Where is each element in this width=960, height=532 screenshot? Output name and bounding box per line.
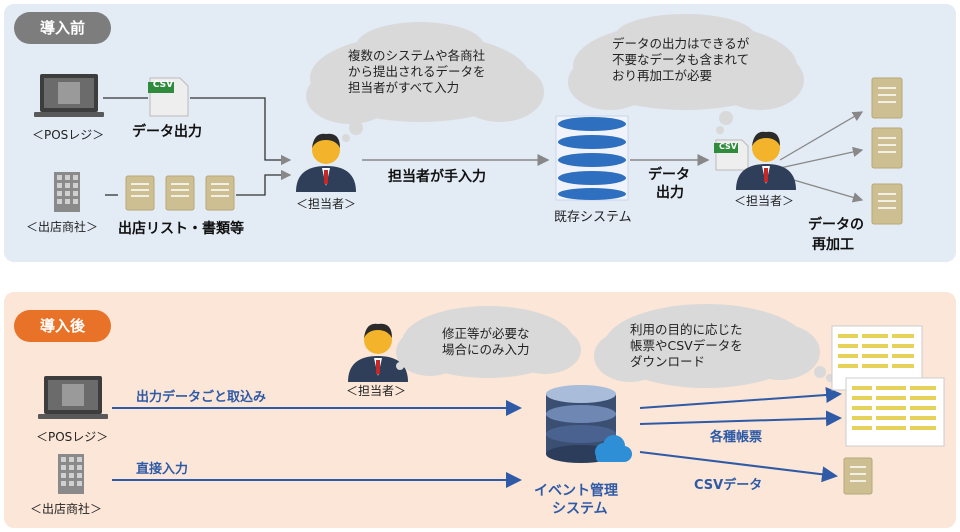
cloud-icon — [595, 435, 632, 462]
cloud-line: データの出力はできるが — [612, 36, 750, 51]
existing-system-db-icon — [555, 115, 629, 201]
system-name-line1: イベント管理 — [534, 483, 618, 499]
data-output-label: データ出力 — [132, 124, 202, 140]
cloud-text: 複数のシステムや各商社 から提出されるデータを 担当者がすべて入力 — [348, 48, 486, 96]
pos-laptop-icon — [38, 376, 108, 419]
pos-label: ＜POSレジ＞ — [32, 128, 105, 142]
direct-input-label: 直接入力 — [136, 462, 189, 477]
cloud-line: 不要なデータも含まれて — [612, 52, 750, 67]
system-name-line2: システム — [552, 501, 608, 517]
thought-cloud — [594, 304, 834, 388]
building-icon — [54, 172, 80, 212]
staff-person-icon — [348, 323, 408, 382]
event-system-db-icon — [546, 385, 616, 463]
cloud-line: 複数のシステムや各商社 — [348, 48, 486, 63]
cloud-text: 利用の目的に応じた 帳票やCSVデータを ダウンロード — [630, 322, 743, 370]
pos-label: ＜POSレジ＞ — [36, 430, 109, 444]
staff-label: ＜担当者＞ — [296, 197, 357, 211]
before-pill: 導入前 — [14, 12, 112, 44]
document-icons — [871, 77, 903, 225]
cloud-text: データの出力はできるが 不要なデータも含まれて おり再加工が必要 — [612, 36, 749, 84]
thought-cloud — [568, 14, 804, 134]
after-pill: 導入後 — [14, 310, 112, 342]
cloud-line: から提出されるデータを — [348, 64, 486, 79]
csv-icon-label: CSV — [719, 142, 737, 151]
store-docs-label: 出店リスト・書類等 — [118, 221, 244, 237]
staff-label: ＜担当者＞ — [346, 384, 407, 398]
cloud-line: 場合にのみ入力 — [442, 342, 530, 357]
building-icon — [58, 454, 84, 494]
before-connectors — [103, 97, 292, 196]
staff-label: ＜担当者＞ — [734, 194, 795, 208]
store-label: ＜出店商社＞ — [26, 220, 99, 234]
data-output-line1: データ — [648, 167, 690, 183]
system-label: 既存システム — [554, 210, 632, 225]
output-arrows — [639, 386, 842, 483]
document-icons — [125, 175, 235, 211]
cloud-text: 修正等が必要な 場合にのみ入力 — [442, 326, 530, 358]
pos-laptop-icon — [34, 74, 104, 117]
cloud-line: 修正等が必要な — [442, 326, 530, 341]
report-sheet-icons — [831, 325, 945, 447]
cloud-line: おり再加工が必要 — [612, 68, 713, 83]
thought-cloud — [396, 306, 581, 378]
document-icons — [843, 457, 873, 495]
rework-line1: データの — [808, 217, 864, 233]
cloud-line: 帳票やCSVデータを — [630, 338, 743, 353]
csv-data-label: CSVデータ — [694, 478, 763, 493]
forms-label: 各種帳票 — [710, 430, 763, 445]
staff-person-icon — [736, 131, 796, 190]
staff-person-icon — [296, 133, 356, 192]
csv-icon-label: CSV — [152, 80, 174, 90]
thought-cloud — [306, 22, 544, 142]
csv-file-icon — [148, 77, 189, 117]
cloud-line: ダウンロード — [630, 354, 706, 369]
manual-input-label: 担当者が手入力 — [388, 169, 486, 185]
rework-line2: 再加工 — [812, 237, 854, 253]
data-output-line2: 出力 — [656, 185, 684, 201]
import-label: 出力データごと取込み — [136, 390, 267, 405]
cloud-line: 利用の目的に応じた — [630, 322, 743, 337]
csv-file-icon — [714, 139, 749, 171]
store-label: ＜出店商社＞ — [30, 502, 103, 516]
cloud-line: 担当者がすべて入力 — [348, 80, 460, 95]
